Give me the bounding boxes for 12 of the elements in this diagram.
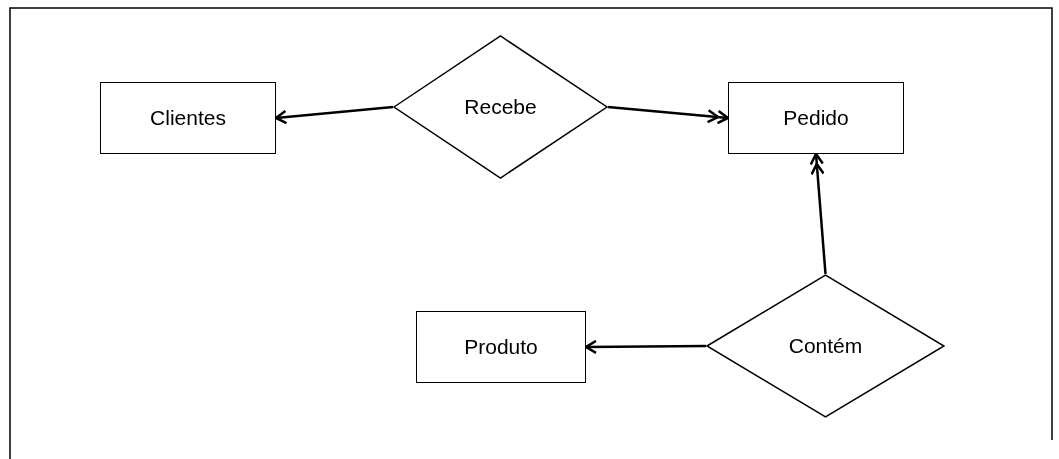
entity-label: Pedido <box>783 106 849 130</box>
entity-box <box>416 311 586 383</box>
arrow <box>274 105 394 125</box>
relationship-diamond <box>706 274 945 418</box>
entity-box <box>100 82 276 154</box>
entity-box <box>728 82 904 154</box>
entity-label: Produto <box>464 335 538 359</box>
entity-label: Clientes <box>150 106 226 130</box>
relationship-diamond <box>393 35 608 179</box>
arrow <box>584 339 706 355</box>
relationship-label: Recebe <box>464 95 537 119</box>
relationship-label: Contém <box>788 334 863 358</box>
